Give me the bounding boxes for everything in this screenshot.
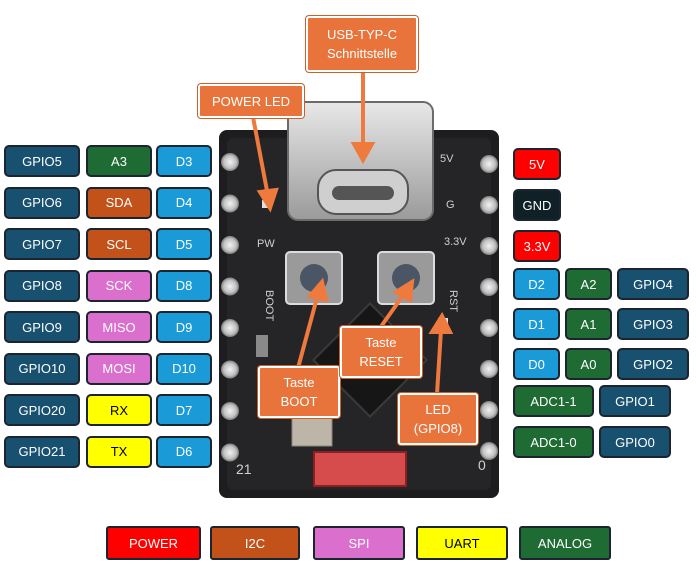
pin-label-function: SCK [86, 269, 152, 302]
pin-pad [480, 278, 498, 296]
pin-pad [480, 237, 498, 255]
silk-0: 0 [478, 457, 486, 473]
pin-label-digital: D6 [156, 435, 212, 468]
pin-pad [221, 194, 239, 213]
legend-item: POWER [106, 526, 201, 560]
callout-power-led-text: POWER LED [211, 93, 290, 109]
pin-label-gpio: GPIO8 [4, 269, 80, 302]
pin-label-digital: D9 [156, 311, 212, 343]
right-pin-headers [480, 155, 498, 460]
pin-label-gpio: GPIO3 [617, 308, 689, 340]
legend-item: I2C [210, 526, 300, 560]
pin-label-gpio: GPIO10 [4, 352, 80, 385]
callout-arrows [251, 72, 454, 395]
callout-led: LED (GPIO8) [398, 393, 478, 445]
callout-led-line2: (GPIO8) [413, 421, 463, 436]
pin-label-adc: ADC1-0 [513, 426, 594, 458]
pin-label-function: MISO [86, 311, 152, 343]
pin-pad [480, 155, 498, 173]
callout-led-line1: LED [425, 402, 451, 417]
pin-label-analog: A1 [565, 308, 612, 340]
pin-label-gpio: GPIO9 [4, 311, 80, 343]
pin-pad [221, 402, 239, 420]
pin-label-function: RX [86, 394, 152, 426]
pin-label-digital: D0 [513, 348, 560, 380]
callout-boot: Taste BOOT [258, 366, 340, 418]
silk-5v: 5V [440, 153, 454, 165]
pin-label-gpio: GPIO2 [617, 348, 689, 380]
pin-label-gpio: GPIO4 [617, 268, 689, 300]
pin-pad [221, 236, 239, 254]
pin-label-function: SCL [86, 228, 152, 260]
pin-label-digital: D3 [156, 145, 212, 177]
pin-label-analog: A2 [565, 268, 612, 300]
pin-label-digital: D2 [513, 268, 560, 300]
silk-3v3: 3.3V [444, 236, 467, 248]
pin-label-gpio: GPIO6 [4, 186, 80, 219]
pin-pad [221, 319, 239, 337]
silk-21: 21 [236, 461, 252, 477]
pin-label-gpio: GPIO7 [4, 228, 80, 260]
pin-label-gpio: GPIO21 [4, 435, 80, 468]
callout-reset: Taste RESET [340, 326, 422, 378]
pin-label-function: A3 [86, 145, 152, 177]
silk-boot: BOOT [263, 290, 275, 321]
pin-label-function: MOSI [86, 352, 152, 385]
pin-label-digital: D4 [156, 186, 212, 219]
pin-pad [480, 401, 498, 419]
left-pin-headers [221, 153, 239, 462]
pin-label-digital: D7 [156, 394, 212, 426]
pin-pad [221, 277, 239, 296]
battery-pads [313, 451, 407, 487]
pin-label-function: TX [86, 435, 152, 468]
pin-label-gpio: GPIO5 [4, 145, 80, 177]
pin-label-power: GND [513, 189, 561, 221]
pin-label-analog: A0 [565, 348, 612, 380]
legend-item: UART [416, 526, 508, 560]
pin-pad [221, 360, 239, 379]
callout-reset-line1: Taste [365, 335, 397, 350]
pin-label-adc: ADC1-1 [513, 385, 594, 417]
callout-usb: USB-TYP-C Schnittstelle [306, 16, 418, 72]
silk-pw: PW [257, 238, 275, 250]
pin-pad [480, 319, 498, 337]
legend-item: SPI [313, 526, 405, 560]
pin-pad [221, 443, 239, 462]
pin-pad [480, 360, 498, 378]
pin-label-gpio: GPIO20 [4, 394, 80, 426]
pin-label-power: 3.3V [513, 230, 561, 262]
pin-label-function: SDA [86, 186, 152, 219]
callout-boot-line2: BOOT [280, 394, 318, 409]
pin-label-digital: D8 [156, 269, 212, 302]
pin-label-digital: D5 [156, 228, 212, 260]
callout-usb-line1: USB-TYP-C [326, 27, 398, 42]
callout-reset-line2: RESET [359, 354, 403, 369]
silk-rst: RST [447, 290, 459, 312]
callout-power-led: POWER LED [198, 84, 304, 118]
callout-boot-line1: Taste [283, 375, 315, 390]
pin-label-gpio: GPIO1 [599, 385, 671, 417]
pin-pad [480, 442, 498, 460]
callout-usb-line2: Schnittstelle [326, 46, 398, 61]
pin-label-power: 5V [513, 148, 561, 180]
silk-g: G [446, 199, 455, 211]
pin-pad [221, 153, 239, 171]
legend-item: ANALOG [519, 526, 611, 560]
pin-label-digital: D10 [156, 352, 212, 385]
pin-label-gpio: GPIO0 [599, 426, 671, 458]
pin-pad [480, 196, 498, 214]
pin-label-digital: D1 [513, 308, 560, 340]
